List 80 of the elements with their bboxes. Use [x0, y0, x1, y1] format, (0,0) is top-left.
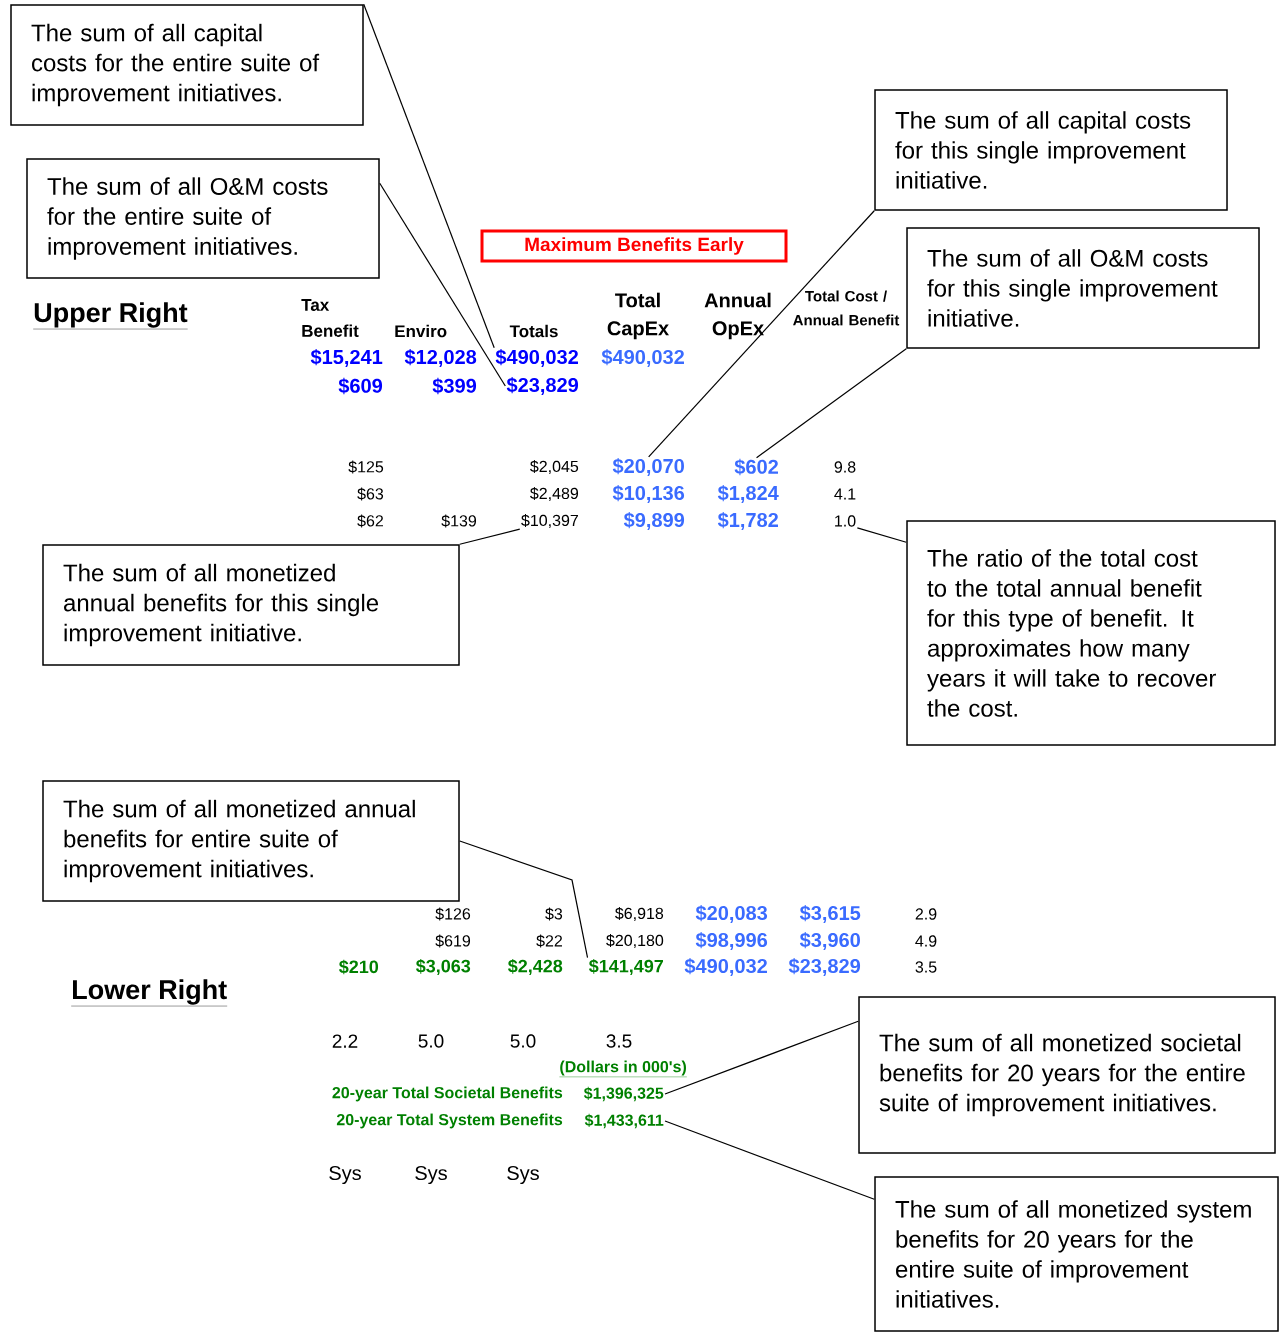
table-value: 5.0	[418, 1034, 444, 1048]
table-value: $490,032	[495, 349, 578, 367]
table-value: $1,433,611	[584, 1113, 664, 1129]
table-value: $2,045	[530, 460, 579, 474]
leader-line	[664, 1120, 875, 1200]
leader-line	[379, 182, 506, 387]
table-value: 2.9	[915, 908, 937, 920]
column-header: Enviro	[395, 324, 447, 338]
table-value: $23,829	[788, 958, 861, 976]
table-value: 4.1	[834, 488, 856, 500]
table-value: $9,899	[623, 512, 685, 530]
table-value: $20,083	[695, 905, 768, 923]
table-value: $141,497	[588, 958, 663, 976]
table-value: $619	[435, 934, 471, 948]
table-value: $63	[357, 487, 384, 501]
leader-line	[459, 840, 589, 959]
table-value: 1.0	[835, 515, 856, 527]
table-value: $10,136	[612, 485, 685, 503]
table-value: Sys	[329, 1165, 361, 1185]
leader-line	[755, 348, 907, 459]
leader-line	[459, 528, 521, 545]
table-value: $23,829	[506, 377, 579, 395]
table-value: Sys	[507, 1165, 539, 1185]
column-header: Tax Benefit	[301, 299, 359, 337]
table-value: $490,032	[601, 349, 684, 367]
table-value: $1,824	[717, 485, 779, 503]
callout-box: The sum of all capital costs for this single improvement initiative.	[874, 89, 1228, 211]
table-value: $139	[441, 514, 477, 528]
table-value: $3,063	[416, 958, 471, 976]
table-value: $2,428	[508, 958, 563, 976]
column-header: Total CapEx	[607, 292, 669, 340]
table-value: $602	[734, 458, 778, 476]
table-value: $125	[348, 460, 384, 474]
callout-box: The sum of all monetized system benefits for 20 years for the entire suite of improvement initiatives.	[874, 1176, 1279, 1332]
table-value: $210	[339, 959, 379, 975]
callout-box: The sum of all monetized societal benefits for 20 years for the entire suite of improvement initiatives.	[858, 996, 1276, 1154]
callout-box: The sum of all capital costs for the entire suite of improvement initiatives.	[10, 4, 364, 126]
table-value: $3,960	[799, 932, 860, 950]
banner-box: Maximum Benefits Early	[480, 229, 788, 263]
leader-line	[856, 527, 907, 543]
unit-note: (Dollars in 000's)	[559, 1060, 687, 1078]
table-value: $609	[338, 377, 383, 395]
table-value: $1,782	[717, 512, 778, 530]
table-value: 3.5	[915, 961, 937, 973]
table-value: $1,396,325	[583, 1086, 664, 1102]
leader-line	[648, 210, 875, 458]
leader-line	[664, 1020, 859, 1095]
table-value: $20,180	[606, 934, 664, 948]
section-heading: Lower Right	[71, 979, 228, 1007]
table-value: 3.5	[606, 1034, 632, 1048]
callout-box: The sum of all O&M costs for this single improvement initiative.	[906, 227, 1260, 349]
row-label: 20-year Total System Benefits	[336, 1113, 563, 1129]
table-value: $126	[435, 907, 471, 921]
callout-box: The ratio of the total cost to the total annual benefit for this type of benefit. It approximates how many years it will take to recover the cost.	[906, 520, 1276, 746]
table-value: $3,615	[799, 905, 861, 923]
row-label: 20-year Total Societal Benefits	[332, 1086, 563, 1102]
table-value: $22	[536, 934, 562, 948]
table-value: $10,397	[521, 514, 578, 528]
callout-box: The sum of all monetized annual benefits for this single improvement initiative.	[42, 544, 460, 666]
table-value: $490,032	[684, 958, 767, 976]
table-value: Sys	[415, 1165, 447, 1185]
table-value: 2.2	[332, 1034, 358, 1048]
table-value: 9.8	[834, 461, 856, 473]
column-header: Totals	[509, 324, 558, 338]
table-value: $98,996	[695, 932, 768, 950]
table-value: $399	[432, 377, 477, 395]
table-value: $3	[545, 907, 563, 921]
callout-box: The sum of all O&M costs for the entire suite of improvement initiatives.	[26, 158, 380, 279]
table-value: $20,070	[612, 458, 684, 476]
leader-line	[363, 3, 495, 349]
column-header: Total Cost / Annual Benefit	[793, 290, 900, 326]
table-value: 5.0	[510, 1034, 536, 1048]
table-value: $2,489	[530, 487, 579, 501]
table-value: $6,918	[615, 907, 664, 921]
table-value: $15,241	[310, 349, 383, 367]
table-value: 4.9	[915, 935, 937, 947]
callout-box: The sum of all monetized annual benefits for entire suite of improvement initiatives.	[42, 780, 460, 902]
table-value: $62	[357, 514, 383, 528]
column-header: Annual OpEx	[704, 292, 771, 340]
table-value: $12,028	[404, 349, 477, 367]
